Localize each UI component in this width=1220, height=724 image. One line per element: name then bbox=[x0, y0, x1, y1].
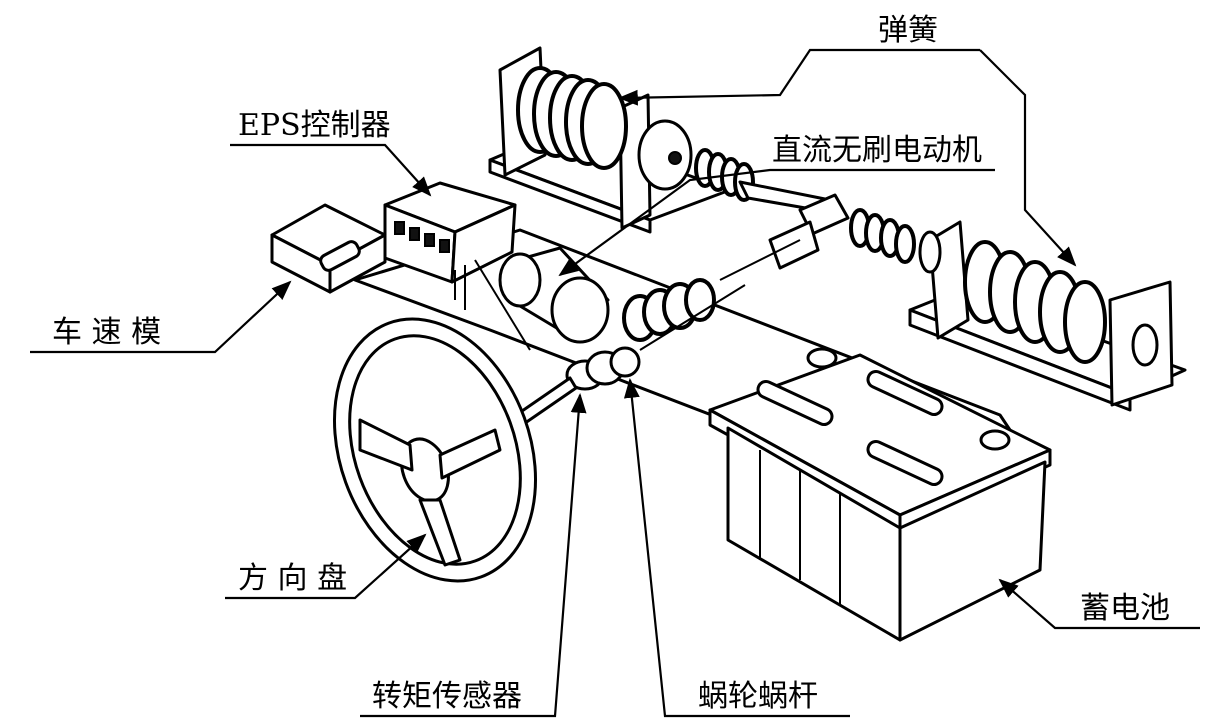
motor-assembly bbox=[498, 246, 716, 344]
upper-shaft bbox=[694, 148, 755, 202]
label-spring: 弹簧 bbox=[878, 13, 938, 48]
lower-spring-assembly bbox=[849, 208, 1187, 412]
leader-lines bbox=[30, 48, 1200, 718]
steering-wheel bbox=[332, 317, 538, 583]
steering-rack bbox=[719, 180, 850, 281]
label-speed-module: 车 速 模 bbox=[52, 315, 161, 350]
eps-controller-box bbox=[383, 181, 531, 351]
label-bldc-motor: 直流无刷电动机 bbox=[772, 133, 982, 168]
upper-spring-assembly bbox=[488, 46, 755, 234]
label-eps-controller: EPS控制器 bbox=[238, 108, 391, 143]
torque-sensor-assembly bbox=[565, 284, 746, 391]
speed-module-box bbox=[270, 203, 387, 294]
battery-terminals bbox=[756, 347, 1011, 487]
label-torque-sensor: 转矩传感器 bbox=[372, 679, 522, 714]
label-steering-wheel: 方 向 盘 bbox=[238, 561, 347, 596]
label-worm-gear: 蜗轮蜗杆 bbox=[698, 679, 818, 714]
lower-spring-coils bbox=[963, 240, 1107, 364]
lower-shaft bbox=[849, 208, 942, 274]
upper-spring-coils bbox=[516, 66, 628, 170]
worm-gear-housing bbox=[622, 278, 716, 342]
label-battery: 蓄电池 bbox=[1080, 591, 1170, 626]
battery bbox=[708, 347, 1052, 642]
